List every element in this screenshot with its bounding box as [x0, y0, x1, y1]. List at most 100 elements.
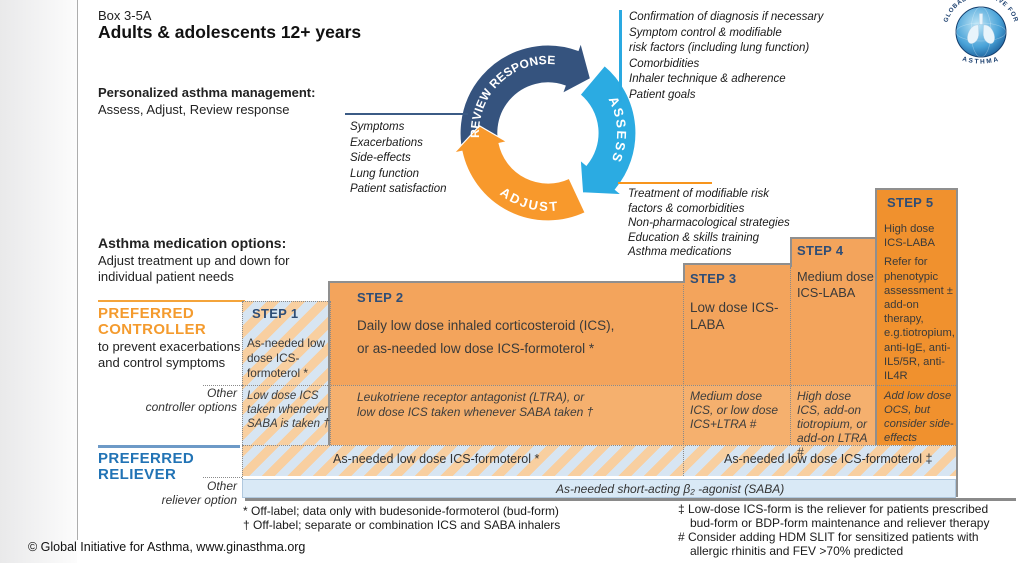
other-controller-word1: Other: [206, 386, 237, 400]
left-gutter: [0, 0, 77, 563]
step1-main-text: As-needed low dose ICS-formoterol *: [247, 336, 326, 380]
adjust-list-item: factors & comorbidities: [628, 202, 745, 215]
adjust-list-line: [618, 182, 712, 184]
controller-desc: to prevent exacerbations and control sym…: [98, 339, 240, 371]
review-list-item: Exacerbations: [350, 136, 423, 149]
step4-riser: [790, 237, 792, 267]
svg-text:ASTHMA: ASTHMA: [962, 56, 1001, 66]
other-reliever-label: Other reliever option: [110, 479, 237, 508]
personalized-subtitle: Assess, Adjust, Review response: [98, 102, 290, 117]
reliever-right-text: As-needed low dose ICS-formoterol ‡: [724, 452, 933, 466]
footnotes-left: * Off-label; data only with budesonide-f…: [243, 504, 560, 532]
saba-text: As-needed short-acting β₂ -agonist (SABA…: [556, 482, 785, 496]
preferred-reliever-word2: RELIEVER: [98, 466, 177, 483]
step2-main-box: [330, 283, 683, 385]
footnote-right-line4: allergic rhinitis and FEV >70% predicted: [690, 544, 904, 558]
globe-icon: [955, 6, 1007, 58]
step5-main-text: High dose ICS-LABA Refer for phenotypic …: [884, 222, 955, 383]
step1-top-border: [242, 301, 330, 302]
preferred-reliever-label: PREFERRED RELIEVER: [98, 451, 194, 483]
personalized-heading: Personalized asthma management:: [98, 85, 316, 100]
adjust-list-item: Treatment of modifiable risk: [628, 188, 770, 200]
step3-other-box: [683, 385, 790, 445]
step3-main-text: Low dose ICS-LABA: [690, 300, 779, 332]
step3-label: STEP 3: [690, 271, 737, 286]
footnote-left-line1: * Off-label; data only with budesonide-f…: [243, 504, 559, 518]
saba-row: [242, 479, 956, 498]
step2-other-line2: low dose ICS taken whenever SABA taken †: [357, 405, 594, 419]
step5-left-border: [875, 188, 877, 445]
step2-main-line2: or as-needed low dose ICS-formoterol *: [357, 341, 595, 356]
striped-row-top-divider: [242, 445, 956, 446]
step3-top-border: [683, 263, 790, 265]
step4-main-box: [790, 239, 877, 385]
preferred-controller-word1: PREFERRED: [98, 305, 195, 322]
step5-other-text: Add low dose OCS, but consider side-effe…: [884, 390, 954, 444]
step2-main-text: Daily low dose inhaled corticosteroid (I…: [357, 314, 687, 360]
footnote-right-line1: ‡ Low-dose ICS-form is the reliever for …: [678, 502, 989, 516]
other-controller-divider: [203, 385, 242, 386]
step4-other-box: [790, 385, 877, 445]
reliever-striped-row: [242, 445, 956, 476]
step2-label: STEP 2: [357, 290, 404, 305]
left-gutter-border: [77, 0, 78, 540]
controller-desc-line1: to prevent exacerbations: [98, 339, 241, 354]
other-reliever-divider: [203, 477, 242, 478]
step3-riser: [683, 263, 685, 283]
review-list-item: Side-effects: [350, 152, 411, 164]
step3-main-box: [683, 265, 790, 385]
review-list: Symptoms Exacerbations Side-effects Lung…: [350, 120, 447, 198]
adjust-list-item: Education & skills training: [628, 231, 760, 244]
box-label: Box 3-5A: [98, 8, 152, 23]
assess-list-item: Confirmation of diagnosis if necessary: [629, 11, 824, 23]
logo-bottom-text: ASTHMA: [962, 56, 999, 66]
medication-options-heading: Asthma medication options:: [98, 235, 287, 251]
step1-left-border: [242, 301, 243, 479]
diagram-shadow: [245, 498, 1016, 501]
step2-other-box: [330, 385, 683, 445]
step5-top-border: [877, 188, 958, 190]
assess-list-item: Patient goals: [629, 88, 696, 101]
copyright: © Global Initiative for Asthma, www.gina…: [28, 540, 306, 554]
assess-list-bar: [619, 10, 622, 102]
step4-top-border: [790, 237, 877, 239]
preferred-controller-line: [98, 300, 245, 302]
step4-label: STEP 4: [797, 243, 844, 258]
review-list-item: Patient satisfaction: [350, 183, 447, 195]
step2-top-border: [330, 281, 685, 283]
preferred-reliever-line: [98, 445, 240, 448]
step1-right-border: [330, 301, 331, 445]
step5-main-line2: Refer for phenotypic assessment ± add-on…: [884, 256, 955, 383]
medication-options-line2: individual patient needs: [98, 269, 234, 284]
adjust-list: Treatment of modifiable risk factors & c…: [628, 187, 790, 260]
step1-other-text: Low dose ICS taken whenever SABA is take…: [247, 390, 330, 430]
review-list-item: Symptoms: [350, 121, 405, 133]
review-list-line: [345, 113, 468, 115]
medication-options-line1: Adjust treatment up and down for: [98, 253, 290, 268]
step5-label: STEP 5: [887, 195, 934, 210]
step5-main-line1: High dose ICS-LABA: [884, 223, 935, 250]
review-list-item: Lung function: [350, 167, 420, 180]
assess-arrow-icon: [579, 64, 637, 196]
adjust-list-item: Asthma medications: [628, 246, 732, 259]
other-controller-word2: controller options: [145, 399, 237, 414]
other-reliever-word1: Other: [206, 479, 237, 493]
lungs-icon: [967, 13, 995, 44]
controller-desc-line2: and control symptoms: [98, 355, 226, 370]
adjust-list-item: Non-pharmacological strategies: [628, 217, 790, 230]
footnote-right-line3: # Consider adding HDM SLIT for sensitize…: [678, 530, 979, 544]
other-controller-label: Other controller options: [110, 386, 237, 415]
footnote-left-line2: † Off-label; separate or combination ICS…: [243, 518, 561, 532]
management-cycle: REVIEW RESPONSE ASSESS ADJUST: [452, 40, 637, 222]
assess-list-item: Inhaler technique & adherence: [629, 73, 786, 85]
step2-3-divider: [683, 285, 684, 476]
assess-list-item: Symptom control & modifiable: [629, 26, 782, 39]
step4-main-text: Medium dose ICS-LABA: [797, 269, 874, 300]
step5-box: [877, 190, 956, 445]
assess-list-item: Comorbidities: [629, 57, 700, 70]
preferred-controller-word2: CONTROLLER: [98, 321, 207, 338]
step2-other-text: Leukotriene receptor antagonist (LTRA), …: [357, 390, 687, 420]
gina-logo: GLOBAL INITIATIVE FOR ASTHMA: [942, 0, 1018, 66]
step4-other-text: High dose ICS, add-on tiotropium, or add…: [797, 389, 868, 459]
